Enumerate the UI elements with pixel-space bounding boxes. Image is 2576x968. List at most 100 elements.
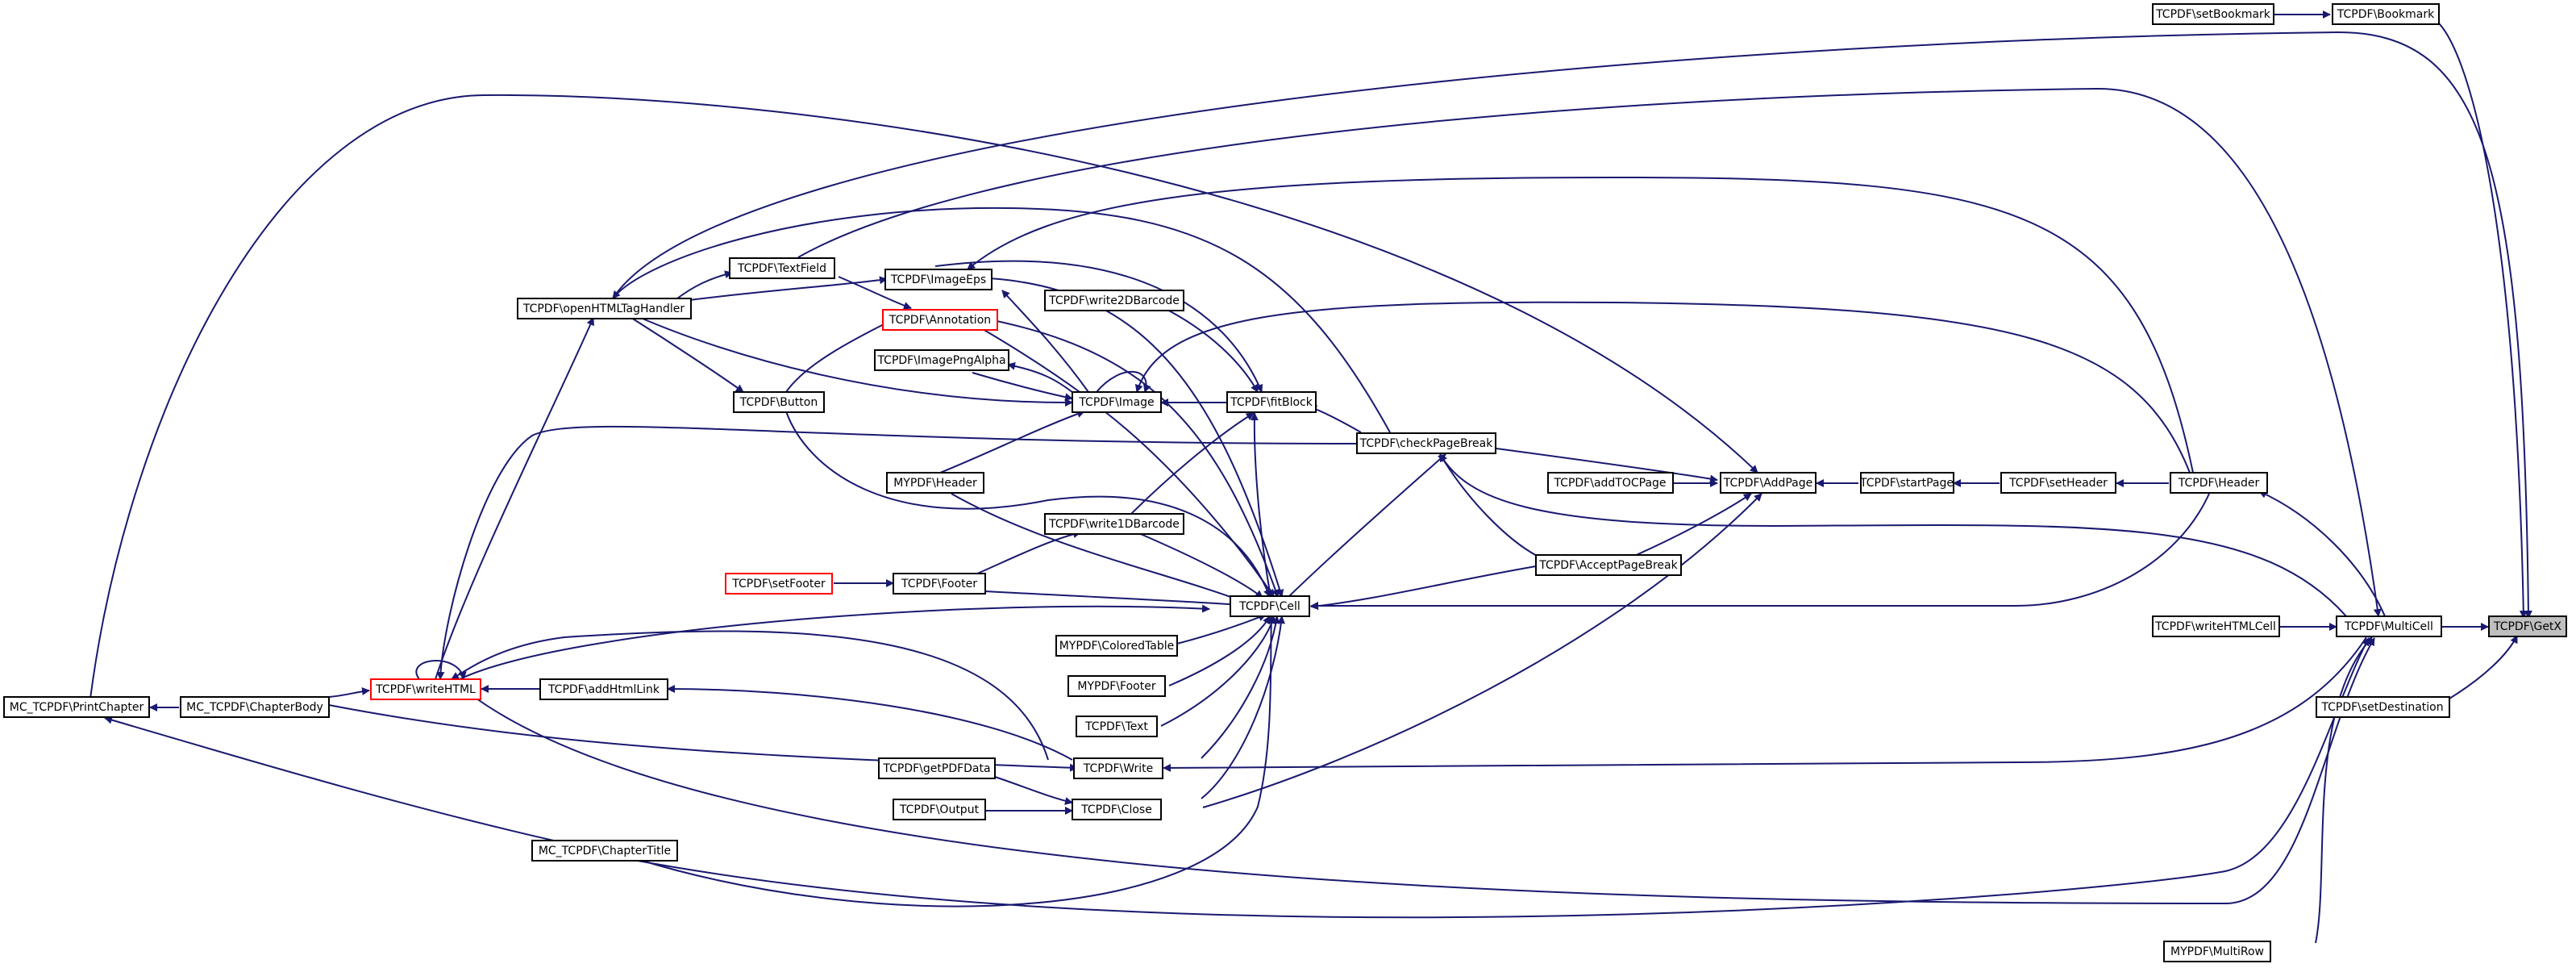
node-fitblock[interactable]: TCPDF\fitBlock xyxy=(1226,391,1317,413)
node-cell[interactable]: TCPDF\Cell xyxy=(1230,595,1310,617)
node-label: TCPDF\setHeader xyxy=(2008,477,2108,490)
node-bookmark[interactable]: TCPDF\Bookmark xyxy=(2332,3,2440,25)
node-openhtmltaghandler[interactable]: TCPDF\openHTMLTagHandler xyxy=(517,298,692,319)
node-label: TCPDF\startPage xyxy=(1859,477,1954,490)
edge-writehtml-multicell xyxy=(467,637,2375,905)
node-textfield[interactable]: TCPDF\TextField xyxy=(729,257,835,279)
node-getpdfdata[interactable]: TCPDF\getPDFData xyxy=(878,757,996,779)
node-label: TCPDF\TextField xyxy=(737,262,826,275)
node-header[interactable]: TCPDF\Header xyxy=(2170,472,2268,494)
node-label: TCPDF\getPDFData xyxy=(882,762,990,775)
node-addhtmllink[interactable]: TCPDF\addHtmlLink xyxy=(539,678,668,700)
node-label: TCPDF\Footer xyxy=(901,578,977,590)
node-close[interactable]: TCPDF\Close xyxy=(1072,799,1162,820)
edge-openhtml-checkpb xyxy=(612,207,1391,433)
node-annotation[interactable]: TCPDF\Annotation xyxy=(882,309,998,331)
node-text[interactable]: TCPDF\Text xyxy=(1076,716,1158,737)
edge-header-cell xyxy=(1310,493,2210,610)
node-output[interactable]: TCPDF\Output xyxy=(893,799,986,820)
edge-writehtml-checkpb xyxy=(436,425,1363,680)
node-acceptpagebreak[interactable]: TCPDF\AcceptPageBreak xyxy=(1535,554,1682,576)
node-coloredtable[interactable]: MYPDF\ColoredTable xyxy=(1055,635,1178,657)
edge-bookmark-getx xyxy=(2436,20,2528,619)
edge-printchapter-addpage xyxy=(89,94,1758,699)
edge-header-image xyxy=(1134,301,2191,474)
edge-writehtml-openhtml xyxy=(435,317,594,680)
node-addtocpage[interactable]: TCPDF\addTOCPage xyxy=(1547,472,1674,494)
edge-openhtml-image xyxy=(636,315,1073,407)
node-label: TCPDF\setBookmark xyxy=(2155,8,2271,21)
node-startpage[interactable]: TCPDF\startPage xyxy=(1859,472,1954,494)
node-printchapter[interactable]: MC_TCPDF\PrintChapter xyxy=(3,696,150,718)
node-label: MYPDF\MultiRow xyxy=(2170,945,2264,958)
edge-multicell-header xyxy=(2258,490,2386,617)
edge-cell-checkpb xyxy=(1288,453,1446,598)
node-write[interactable]: TCPDF\Write xyxy=(1073,757,1163,779)
edge-mypdfheader-image xyxy=(939,410,1085,474)
edge-openhtml-textfield xyxy=(676,270,733,299)
edge-getpdfdata-close xyxy=(994,776,1073,805)
node-label: MC_TCPDF\PrintChapter xyxy=(10,701,144,714)
node-setfooter[interactable]: TCPDF\setFooter xyxy=(725,573,833,595)
edge-button-cell xyxy=(785,411,1271,598)
edge-checkpb-addpage xyxy=(1496,448,1718,483)
node-label: TCPDF\writeHTML xyxy=(375,683,476,696)
edge-openhtml-button xyxy=(628,315,744,393)
edge-acceptpb-cell xyxy=(1310,565,1537,611)
node-setheader[interactable]: TCPDF\setHeader xyxy=(2000,472,2116,494)
edge-image-imagepngalpha xyxy=(1007,361,1077,396)
edge-image-self xyxy=(1096,370,1151,393)
edge-chaptertitle-multicell xyxy=(628,637,2370,919)
edge-setdestination-getx xyxy=(2449,635,2518,699)
edge-coloredtable-cell xyxy=(1173,613,1267,645)
node-setbookmark[interactable]: TCPDF\setBookmark xyxy=(2152,3,2274,25)
node-addpage[interactable]: TCPDF\AddPage xyxy=(1720,472,1817,494)
edges xyxy=(89,10,2532,944)
edge-imageeps-cell xyxy=(926,276,1284,598)
node-label: TCPDF\AddPage xyxy=(1723,477,1813,490)
node-writehtmlcell[interactable]: TCPDF\writeHTMLCell xyxy=(2152,615,2280,637)
node-label: MC_TCPDF\ChapterTitle xyxy=(539,845,671,857)
node-label: TCPDF\addHtmlLink xyxy=(547,683,660,696)
nodes: TCPDF\GetX TCPDF\setBookmark TCPDF\Bookm… xyxy=(3,3,2567,962)
edge-chaptertitle-printchapter xyxy=(104,716,565,844)
node-write1dbarcode[interactable]: TCPDF\write1DBarcode xyxy=(1044,513,1184,535)
node-label: TCPDF\Header xyxy=(2178,477,2260,490)
edge-image-cell xyxy=(1104,411,1275,598)
node-image[interactable]: TCPDF\Image xyxy=(1072,391,1162,413)
node-multicell[interactable]: TCPDF\MultiCell xyxy=(2336,615,2442,637)
node-label: MYPDF\ColoredTable xyxy=(1059,640,1175,653)
node-label: TCPDF\Text xyxy=(1084,720,1148,733)
edge-close-addpage xyxy=(1202,493,1762,808)
node-writehtml[interactable]: TCPDF\writeHTML xyxy=(370,678,481,700)
node-write2dbarcode[interactable]: TCPDF\write2DBarcode xyxy=(1044,290,1184,311)
node-chaptertitle[interactable]: MC_TCPDF\ChapterTitle xyxy=(531,840,678,862)
edge-checkpb-fitblock xyxy=(1309,405,1362,433)
node-setdestination[interactable]: TCPDF\setDestination xyxy=(2316,696,2450,718)
node-imageeps[interactable]: TCPDF\ImageEps xyxy=(884,269,993,290)
node-label: TCPDF\openHTMLTagHandler xyxy=(522,302,685,315)
edge-acceptpb-addpage xyxy=(1632,493,1752,557)
edge-write-writehtml xyxy=(451,630,1049,761)
edge-mypdfheader-cell xyxy=(951,493,1249,605)
edge-writehtml-cell xyxy=(459,604,1210,680)
node-mypdf-footer[interactable]: MYPDF\Footer xyxy=(1067,675,1166,697)
node-checkpagebreak[interactable]: TCPDF\checkPageBreak xyxy=(1356,432,1496,454)
node-imagepngalpha[interactable]: TCPDF\ImagePngAlpha xyxy=(874,349,1009,371)
node-label: MC_TCPDF\ChapterBody xyxy=(186,701,323,714)
edge-text-cell xyxy=(1160,615,1276,727)
edge-openhtml-getx xyxy=(612,31,2532,619)
node-button[interactable]: TCPDF\Button xyxy=(733,391,825,413)
node-footer[interactable]: TCPDF\Footer xyxy=(893,573,986,595)
edge-write1d-cell xyxy=(1136,532,1263,599)
node-mypdf-header[interactable]: MYPDF\Header xyxy=(886,472,984,494)
node-chapterbody[interactable]: MC_TCPDF\ChapterBody xyxy=(180,696,330,718)
node-label: TCPDF\GetX xyxy=(2493,620,2561,633)
edge-write2d-fitblock xyxy=(1160,306,1259,393)
node-getx[interactable]: TCPDF\GetX xyxy=(2488,615,2567,637)
node-multirow[interactable]: MYPDF\MultiRow xyxy=(2163,941,2271,962)
edge-chaptertitle-cell xyxy=(636,615,1276,908)
edge-header-imageeps xyxy=(967,176,2194,474)
node-label: TCPDF\Write xyxy=(1083,762,1153,775)
edge-multicell-checkpb xyxy=(1439,453,2347,617)
